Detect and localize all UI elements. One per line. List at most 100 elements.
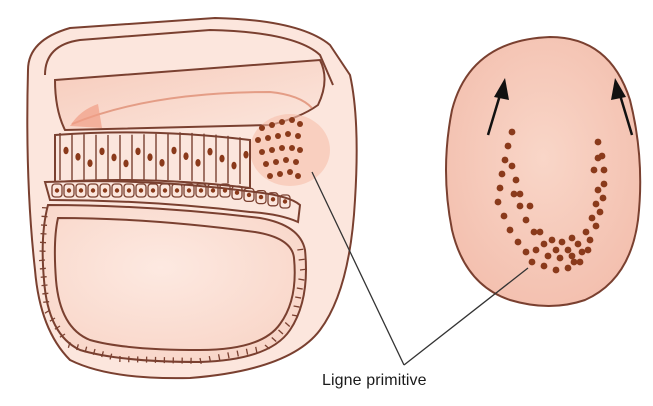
disc-streak-cell bbox=[515, 239, 522, 246]
streak-cell bbox=[259, 149, 265, 155]
streak-cell bbox=[265, 135, 271, 141]
hypoblast-nucleus bbox=[139, 188, 143, 192]
streak-cell bbox=[269, 122, 275, 128]
hypoblast-nucleus bbox=[163, 188, 167, 192]
streak-cell bbox=[283, 157, 289, 163]
disc-streak-cell bbox=[541, 263, 548, 270]
disc-streak-cell bbox=[577, 259, 584, 266]
streak-cell bbox=[269, 147, 275, 153]
disc-streak-cell bbox=[585, 247, 592, 254]
hypoblast-nucleus bbox=[271, 197, 275, 201]
streak-cell bbox=[277, 171, 283, 177]
yolk-cell-wall bbox=[42, 293, 48, 294]
disc-streak-cell bbox=[565, 247, 572, 254]
epiblast-nucleus bbox=[147, 153, 152, 161]
streak-cell bbox=[297, 121, 303, 127]
hypoblast-nucleus bbox=[55, 188, 59, 192]
yolk-sac bbox=[43, 205, 306, 362]
epiblast-nucleus bbox=[231, 162, 236, 170]
disc-streak-cell bbox=[565, 265, 572, 272]
disc-streak-cell bbox=[553, 267, 560, 274]
epiblast-nucleus bbox=[87, 159, 92, 167]
yolk-cell-wall bbox=[299, 259, 305, 260]
embryo-cross-section-icon bbox=[27, 18, 356, 378]
epiblast-nucleus bbox=[123, 160, 128, 168]
disc-streak-cell bbox=[531, 229, 538, 236]
hypoblast-nucleus bbox=[175, 188, 179, 192]
streak-cell bbox=[295, 133, 301, 139]
streak-cell bbox=[289, 117, 295, 123]
hypoblast-nucleus bbox=[67, 188, 71, 192]
hypoblast-nucleus bbox=[103, 188, 107, 192]
streak-cell bbox=[285, 131, 291, 137]
epiblast-nucleus bbox=[243, 151, 248, 159]
streak-cell bbox=[295, 173, 301, 179]
hypoblast-nucleus bbox=[235, 191, 239, 195]
disc-streak-cell bbox=[513, 177, 520, 184]
disc-streak-cell bbox=[583, 229, 590, 236]
disc-streak-cell bbox=[537, 229, 544, 236]
hypoblast-nucleus bbox=[187, 188, 191, 192]
hypoblast-nucleus bbox=[115, 188, 119, 192]
hypoblast-nucleus bbox=[283, 199, 287, 203]
hypoblast-nucleus bbox=[91, 188, 95, 192]
disc-streak-cell bbox=[595, 139, 602, 146]
epiblast-nucleus bbox=[63, 147, 68, 155]
disc-streak-cell bbox=[541, 241, 548, 248]
epiblast-nucleus bbox=[171, 147, 176, 155]
hypoblast-nucleus bbox=[79, 188, 83, 192]
disc-streak-cell bbox=[553, 247, 560, 254]
disc-streak-cell bbox=[601, 181, 608, 188]
disc-streak-cell bbox=[569, 253, 576, 260]
yolk-cell-wall bbox=[300, 269, 306, 270]
disc-streak-cell bbox=[569, 235, 576, 242]
epiblast-nucleus bbox=[195, 159, 200, 167]
yolk-cell-wall bbox=[41, 277, 47, 278]
disc-streak-cell bbox=[595, 155, 602, 162]
disc-streak-cell bbox=[571, 259, 578, 266]
disc-streak-cell bbox=[529, 259, 536, 266]
hypoblast-nucleus bbox=[211, 188, 215, 192]
disc-streak-cell bbox=[523, 217, 530, 224]
epiblast-nucleus bbox=[111, 154, 116, 162]
epiblast-nucleus bbox=[75, 153, 80, 161]
yolk-cell-wall bbox=[297, 249, 303, 250]
disc-streak-cell bbox=[533, 247, 540, 254]
disc-streak-cell bbox=[505, 143, 512, 150]
streak-cell bbox=[279, 119, 285, 125]
disc-streak-cell bbox=[497, 185, 504, 192]
streak-cell bbox=[279, 145, 285, 151]
disc-streak-cell bbox=[591, 167, 598, 174]
disc-streak-cell bbox=[601, 167, 608, 174]
primitive-streak-label: Ligne primitive bbox=[322, 372, 427, 390]
disc-streak-cell bbox=[575, 241, 582, 248]
epiblast-layer bbox=[55, 132, 250, 188]
epiblast-nucleus bbox=[135, 148, 140, 156]
disc-streak-cell bbox=[509, 163, 516, 170]
streak-cell bbox=[287, 169, 293, 175]
disc-streak-cell bbox=[593, 223, 600, 230]
disc-streak-cell bbox=[593, 201, 600, 208]
epiblast-nucleus bbox=[207, 148, 212, 156]
hypoblast-nucleus bbox=[151, 188, 155, 192]
hypoblast-nucleus bbox=[223, 188, 227, 192]
disc-streak-cell bbox=[557, 255, 564, 262]
streak-cell bbox=[263, 161, 269, 167]
streak-cell bbox=[297, 147, 303, 153]
hypoblast-nucleus bbox=[127, 188, 131, 192]
disc-streak-cell bbox=[545, 253, 552, 260]
embryonic-disc-top-view-icon bbox=[446, 37, 640, 306]
yolk-cell-wall bbox=[43, 302, 49, 303]
yolk-cell-wall bbox=[39, 260, 45, 261]
disc-streak-cell bbox=[523, 249, 530, 256]
disc-streak-cell bbox=[502, 157, 509, 164]
yolk-cell-wall bbox=[42, 285, 48, 286]
disc-streak-cell bbox=[509, 129, 516, 136]
streak-cell bbox=[273, 159, 279, 165]
streak-cell bbox=[259, 125, 265, 131]
disc-streak-cell bbox=[495, 199, 502, 206]
disc-streak-cell bbox=[499, 171, 506, 178]
streak-cell bbox=[275, 133, 281, 139]
